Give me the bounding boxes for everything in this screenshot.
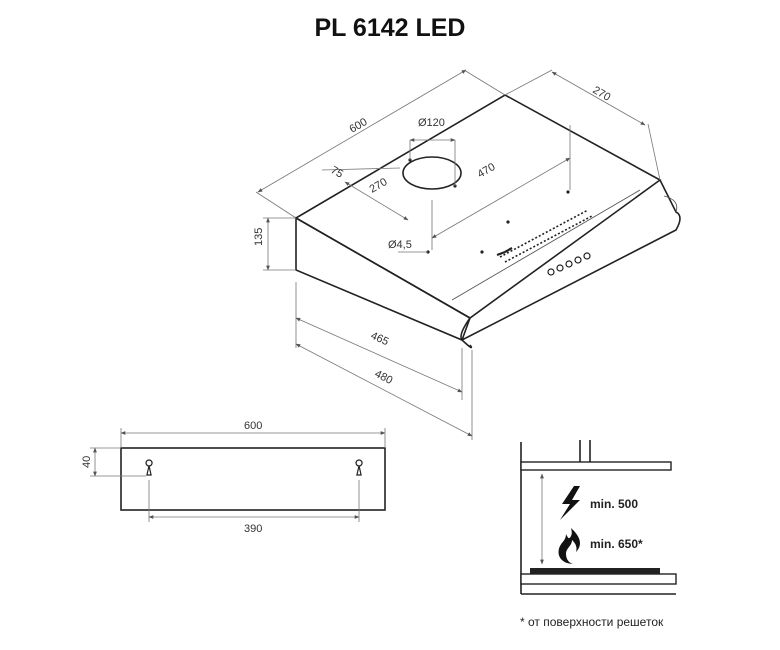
dim-depth-total: 480 [373, 368, 395, 387]
hood-isometric: 600 270 Ø120 75 270 470 Ø4,5 135 [253, 69, 681, 440]
hood-bar [520, 461, 672, 471]
hood-side-face [295, 216, 471, 342]
dim-hole-diameter: Ø4,5 [388, 239, 412, 251]
keyhole-icon [145, 459, 153, 476]
min-gas-label: min. 650* [590, 537, 643, 551]
dim-plate-width: 600 [244, 420, 262, 432]
dim-hole-spacing: 390 [244, 523, 262, 535]
mounting-plate-view: 600 40 390 [81, 420, 386, 535]
installation-diagram: min. 500 min. 650* * от поверхности реше… [520, 440, 677, 629]
control-buttons [547, 252, 591, 276]
dim-plate-height: 40 [81, 456, 93, 468]
product-title: PL 6142 LED [314, 14, 466, 42]
footnote: * от поверхности решеток [520, 615, 664, 629]
dim-depth-inner: 465 [369, 330, 391, 348]
vent-slots [496, 247, 513, 257]
dim-outlet-depth: 270 [368, 176, 390, 196]
keyhole-icon [355, 459, 363, 476]
hood-front-panel [460, 179, 681, 342]
dim-hood-height: 135 [253, 228, 265, 246]
cooktop [520, 573, 677, 585]
lightning-icon [560, 486, 580, 520]
dim-outlet-offset: 75 [329, 164, 346, 181]
flame-icon [558, 528, 581, 564]
min-electric-label: min. 500 [590, 497, 638, 511]
dim-hood-width: 600 [348, 116, 370, 136]
mounting-plate [120, 447, 386, 511]
dim-mount-spacing: 470 [476, 161, 498, 181]
vent-grille [499, 209, 593, 263]
dim-hood-depth: 270 [591, 84, 613, 104]
dim-outlet-diameter: Ø120 [418, 117, 445, 129]
outlet-opening [402, 156, 462, 190]
